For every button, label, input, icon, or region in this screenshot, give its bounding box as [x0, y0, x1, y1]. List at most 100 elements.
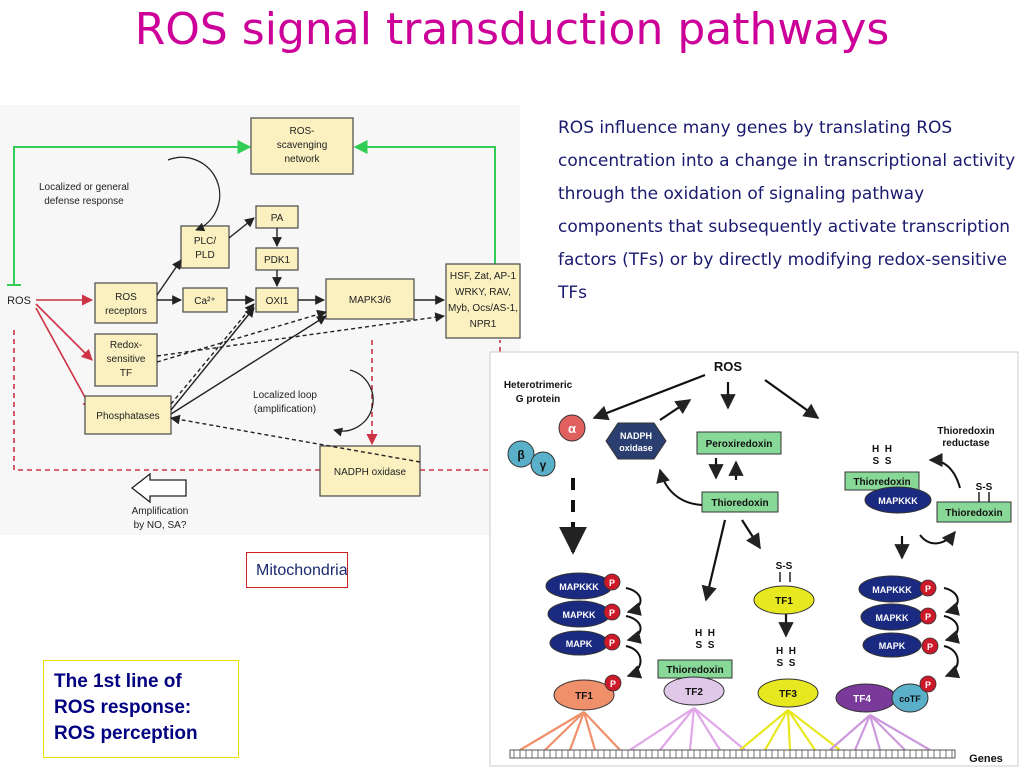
- scavenging-label-2: scavenging: [277, 140, 328, 151]
- right-pathway-diagram: ROS Heterotrimeric G protein α β γ NADPH…: [489, 351, 1019, 767]
- redox-tf-box: [94, 333, 158, 387]
- p-label-8: P: [925, 680, 931, 690]
- plc-pld-box: [180, 225, 230, 269]
- ss-right-label: S-S: [976, 482, 993, 493]
- tf4-label: TF4: [853, 694, 871, 705]
- plc-label-1: PLC/: [194, 236, 216, 247]
- thioredoxin-right-label: Thioredoxin: [945, 508, 1002, 519]
- tf3-label: TF3: [779, 689, 797, 700]
- scavenging-label-1: ROS-: [290, 126, 315, 137]
- tf2-label: TF2: [685, 687, 703, 698]
- g-protein-label-2: G protein: [516, 394, 560, 405]
- g-beta-subunit: [507, 440, 535, 468]
- thioredoxin-tf2-label: Thioredoxin: [666, 665, 723, 676]
- mitochondria-label: Mitochondria: [256, 562, 348, 579]
- tf1-center-label: TF1: [775, 596, 793, 607]
- oxi1-box: [255, 287, 299, 313]
- redox-tf-label-2: sensitive: [107, 354, 146, 365]
- oxi1-label: OXI1: [266, 296, 289, 307]
- peroxiredoxin-label: Peroxiredoxin: [706, 439, 773, 450]
- nadph-label-2: oxidase: [619, 443, 653, 453]
- p-label-6: P: [925, 612, 931, 622]
- cotf-node: [891, 683, 929, 713]
- alpha-label: α: [568, 421, 576, 436]
- amplification-label-2: by NO, SA?: [134, 520, 187, 531]
- slide-title: ROS signal transduction pathways: [134, 4, 890, 55]
- loop-label-1: Localized loop: [253, 390, 317, 401]
- mapkkk-left-label: MAPKKK: [559, 582, 599, 592]
- defense-label-2: defense response: [44, 196, 124, 207]
- mapk36-box: [325, 278, 415, 320]
- ss-center-label: S-S: [776, 561, 793, 572]
- nadph-label-1: NADPH: [620, 431, 652, 441]
- p-label-3: P: [609, 638, 615, 648]
- hs-tf2-label: H H: [695, 628, 715, 639]
- left-pathway-diagram: ROS ROS- scavenging network Localized or…: [0, 105, 521, 535]
- mapkkk-top-label: MAPKKK: [878, 496, 918, 506]
- tf1-center: [753, 585, 815, 615]
- amplification-label-1: Amplification: [132, 506, 189, 517]
- callout-box: The 1st line of ROS response: ROS percep…: [43, 660, 239, 758]
- tf3-node: [757, 678, 819, 708]
- tf-list-label-2: WRKY, RAV,: [455, 287, 511, 298]
- redox-tf-label-1: Redox-: [110, 340, 142, 351]
- mapkk-left-label: MAPKK: [563, 610, 596, 620]
- mapk-right-label: MAPK: [879, 641, 906, 651]
- ca-box: [182, 287, 228, 313]
- phosphatases-box: [84, 395, 172, 435]
- tf1-left: [553, 679, 615, 711]
- gamma-label: γ: [540, 458, 547, 472]
- peroxiredoxin-box: [696, 431, 782, 455]
- tf1-left-label: TF1: [575, 691, 593, 702]
- thioredoxin-left-label: Thioredoxin: [853, 477, 910, 488]
- nadph-label: NADPH oxidase: [334, 467, 407, 478]
- plc-label-2: PLD: [195, 250, 214, 261]
- tf-list-label-4: NPR1: [470, 319, 497, 330]
- p-label-4: P: [610, 679, 616, 689]
- dna-strip: [509, 749, 956, 759]
- p-label-1: P: [609, 578, 615, 588]
- mitochondria-frame: [246, 552, 348, 588]
- thioredoxin-center-label: Thioredoxin: [711, 498, 768, 509]
- ca-label: Ca²⁺: [194, 296, 215, 307]
- description-text: ROS influence many genes by translating …: [558, 118, 1016, 303]
- thioredoxin-box-right: [936, 501, 1012, 523]
- left-ros-label: ROS: [7, 295, 31, 307]
- redox-tf-label-3: TF: [120, 368, 132, 379]
- mapkkk-right-label: MAPKKK: [872, 585, 912, 595]
- hs-tf3-label: H H: [776, 646, 796, 657]
- nadph-hexagon: [605, 422, 667, 460]
- g-gamma-subunit: [530, 451, 556, 477]
- ros-receptors-label-2: receptors: [105, 306, 147, 317]
- ros-scavenging-box: [250, 117, 354, 175]
- ss-left-label: S S: [873, 456, 892, 467]
- p-label-2: P: [609, 608, 615, 618]
- ss-tf2-label: S S: [696, 640, 715, 651]
- defense-label-1: Localized or general: [39, 182, 129, 193]
- hs-left-label: H H: [872, 444, 892, 455]
- scavenging-label-3: network: [284, 154, 320, 165]
- mapkk-right-label: MAPKK: [876, 613, 909, 623]
- beta-label: β: [517, 448, 524, 462]
- reductase-label-1: Thioredoxin: [937, 426, 994, 437]
- loop-label-2: (amplification): [254, 404, 316, 415]
- phosphatases-label: Phosphatases: [96, 411, 159, 422]
- mapk36-label: MAPK3/6: [349, 295, 392, 306]
- pa-label: PA: [271, 213, 284, 224]
- mapkkk-right-top: [864, 486, 932, 514]
- ros-receptors-label-1: ROS: [115, 292, 137, 303]
- ss-tf3-label: S S: [777, 658, 796, 669]
- pdk1-label: PDK1: [264, 255, 291, 266]
- tf-list-label-3: Myb, Ocs/AS-1,: [448, 303, 518, 314]
- tf-list-box: [445, 263, 521, 339]
- mapk-right: [862, 632, 922, 658]
- g-alpha-subunit: [558, 414, 586, 442]
- right-ros-label: ROS: [714, 359, 743, 374]
- mapk-left-label: MAPK: [566, 639, 593, 649]
- p-label-5: P: [925, 584, 931, 594]
- cotf-label: coTF: [899, 694, 921, 704]
- tf2-node: [663, 676, 725, 706]
- thioredoxin-box-center: [701, 491, 779, 513]
- reductase-label-2: reductase: [942, 438, 990, 449]
- nadph-oxidase-box: [319, 445, 421, 497]
